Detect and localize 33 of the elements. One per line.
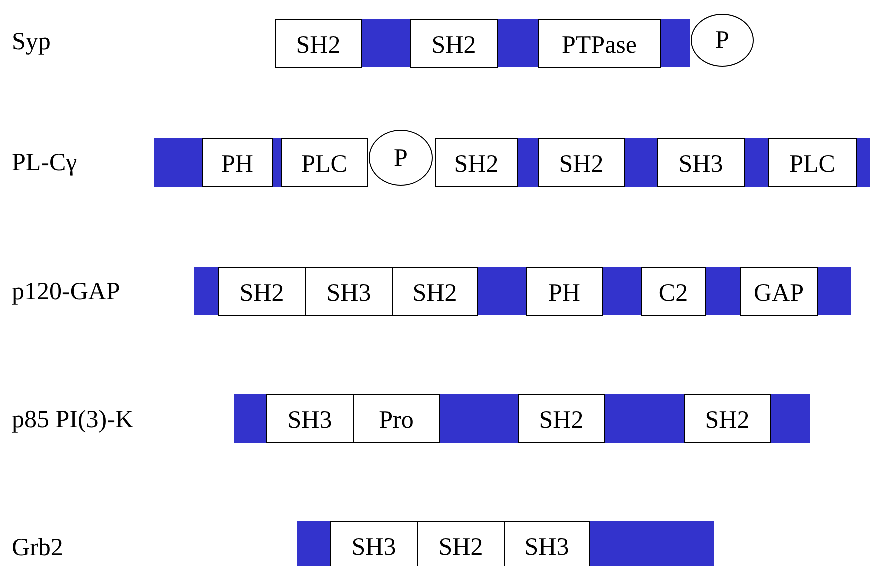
- domain-box: Pro: [353, 394, 440, 443]
- domain-box: PH: [202, 138, 273, 187]
- domain-box: GAP: [740, 267, 818, 316]
- domain-box: SH2: [392, 267, 478, 316]
- protein-bar: [297, 521, 714, 566]
- protein-bar: [154, 138, 870, 187]
- protein-name: Syp: [12, 30, 51, 54]
- domain-box: SH3: [330, 521, 418, 566]
- domain-box: PTPase: [538, 19, 661, 68]
- protein-name: p85 PI(3)-K: [12, 408, 134, 432]
- domain-box: SH2: [684, 394, 771, 443]
- domain-box: SH3: [305, 267, 393, 316]
- domain-box: SH2: [417, 521, 505, 566]
- domain-box: SH2: [538, 138, 625, 187]
- domain-box: C2: [641, 267, 706, 316]
- domain-box: SH2: [518, 394, 605, 443]
- protein-bar: [234, 394, 810, 443]
- domain-box: SH3: [266, 394, 354, 443]
- domain-box: PLC: [768, 138, 857, 187]
- domain-box: SH2: [410, 19, 498, 68]
- domain-box: SH3: [504, 521, 590, 566]
- domain-box: SH2: [218, 267, 306, 316]
- domain-box: PLC: [281, 138, 368, 187]
- protein-name: PL-Cγ: [12, 150, 78, 176]
- protein-name: Grb2: [12, 536, 64, 560]
- domain-box: PH: [526, 267, 603, 316]
- domain-box: SH3: [657, 138, 745, 187]
- phosphate-circle: P: [691, 14, 754, 67]
- protein-name: p120-GAP: [12, 280, 120, 304]
- protein-bar: [275, 19, 690, 67]
- protein-bar: [194, 267, 851, 315]
- domain-box: SH2: [275, 19, 362, 68]
- domain-box: SH2: [435, 138, 518, 187]
